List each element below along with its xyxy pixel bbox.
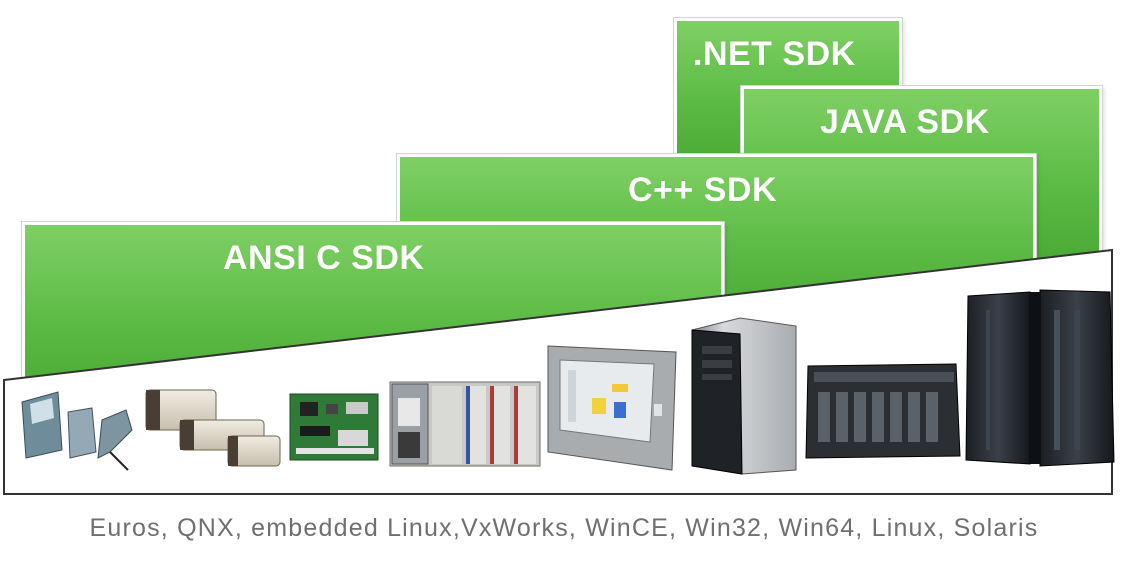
touch-panel-icon [547,345,677,471]
java-sdk-label: JAVA SDK [820,103,990,141]
ansi-c-sdk-label: ANSI C SDK [223,239,425,277]
desktop-pc-icon [691,317,797,475]
server-rack-icon [805,363,961,459]
sensor-modules-icon [21,391,133,471]
circuit-board-icon [289,393,379,461]
net-sdk-label: .NET SDK [693,35,856,73]
platforms-caption: Euros, QNX, embedded Linux,VxWorks, WinC… [89,514,1039,542]
cpp-sdk-label: C++ SDK [628,171,777,209]
io-modules-icon [145,389,281,467]
plc-rack-icon [389,381,541,467]
mainframe-icon [965,289,1115,467]
